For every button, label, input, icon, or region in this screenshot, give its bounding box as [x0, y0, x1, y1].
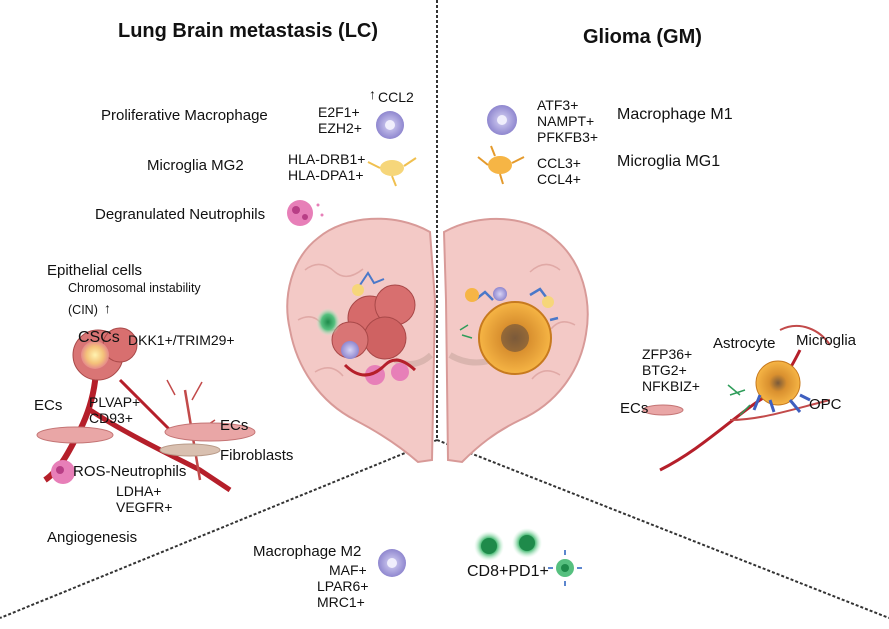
mg2-markers: HLA-DRB1+ HLA-DPA1+	[288, 151, 365, 183]
label-angiogenesis: Angiogenesis	[47, 529, 138, 546]
label-ecs-right: ECs	[220, 417, 249, 434]
marker-ldha: LDHA+	[116, 483, 162, 499]
label-proliferative-macrophage: Proliferative Macrophage	[101, 107, 268, 124]
marker-nampt: NAMPT+	[537, 113, 595, 130]
marker-vegfr: VEGFR+	[116, 499, 173, 516]
label-cscs: CSCs	[78, 329, 120, 346]
label-ros-neutrophils: ROS-Neutrophils	[73, 463, 187, 480]
marker-atf3: ATF3+	[537, 97, 579, 113]
lc-vessel-niche	[36, 327, 256, 493]
label-cd8-pd1: CD8+PD1+	[467, 563, 549, 580]
label-ecs-left: ECs	[34, 397, 63, 414]
label-microglia-mg2: Microglia MG2	[147, 157, 244, 174]
gm-macrophage-m1-icon	[487, 105, 517, 135]
label-ecs-gm: ECs	[620, 400, 649, 417]
label-microglia-mg1: Microglia MG1	[617, 153, 721, 170]
marker-maf: MAF+	[329, 562, 367, 578]
gm-microglia-mg1-icon	[477, 145, 525, 185]
lc-microglia-mg2-icon	[367, 157, 417, 187]
marker-hla-dpa1: HLA-DPA1+	[288, 167, 364, 184]
marker-ccl4: CCL4+	[537, 171, 581, 188]
label-macrophage-m1: Macrophage M1	[617, 106, 733, 123]
label-csc-markers: DKK1+/TRIM29+	[128, 332, 235, 348]
prolif-markers: E2F1+ EZH2+	[318, 104, 362, 136]
title-lung-brain-metastasis: Lung Brain metastasis (LC)	[118, 20, 379, 42]
ros-markers: LDHA+ VEGFR+	[116, 483, 172, 515]
marker-hla-drb1: HLA-DRB1+	[288, 151, 366, 167]
cin-up-arrow-icon: ↑	[104, 300, 111, 316]
marker-cd93: CD93+	[89, 410, 133, 427]
label-opc: OPC	[809, 396, 842, 413]
marker-btg2: BTG2+	[642, 362, 687, 379]
label-microglia: Microglia	[796, 332, 857, 349]
label-macrophage-m2: Macrophage M2	[253, 543, 362, 560]
title-glioma: Glioma (GM)	[583, 26, 702, 48]
marker-lpar6: LPAR6+	[317, 578, 369, 595]
label-chromosomal-instability: Chromosomal instability	[68, 281, 201, 295]
gm-tumor-in-brain	[459, 287, 559, 375]
marker-e2f1: E2F1+	[318, 104, 360, 120]
marker-nfkbiz: NFKBIZ+	[642, 378, 700, 395]
label-cin: (CIN)	[68, 303, 98, 317]
label-degranulated-neutrophils: Degranulated Neutrophils	[95, 206, 266, 223]
marker-pfkfb3: PFKFB3+	[537, 129, 599, 146]
marker-mrc1: MRC1+	[317, 594, 365, 611]
marker-zfp36: ZFP36+	[642, 346, 693, 362]
lc-degranulated-neutrophil-icon	[287, 200, 324, 226]
m2-markers: MAF+ LPAR6+ MRC1+	[317, 562, 369, 610]
label-astrocyte: Astrocyte	[713, 335, 776, 352]
mg1-markers: CCL3+ CCL4+	[537, 155, 581, 187]
niche-markers: ZFP36+ BTG2+ NFKBIZ+	[642, 346, 700, 394]
label-fibroblasts: Fibroblasts	[220, 447, 294, 464]
shared-tcell-icons	[474, 528, 582, 586]
ec-markers: PLVAP+ CD93+	[89, 394, 140, 426]
shared-macrophage-m2-icon	[378, 549, 406, 577]
lc-proliferative-macrophage-icon	[376, 111, 404, 139]
m1-markers: ATF3+ NAMPT+ PFKFB3+	[537, 97, 598, 145]
marker-ccl3: CCL3+	[537, 155, 581, 171]
label-epithelial-cells: Epithelial cells	[47, 262, 143, 279]
marker-ezh2: EZH2+	[318, 120, 362, 137]
marker-plvap: PLVAP+	[89, 394, 141, 410]
lc-tumor-in-brain	[316, 271, 417, 385]
label-ccl2: CCL2	[378, 89, 414, 105]
gm-niche	[642, 325, 831, 472]
up-arrow-icon: ↑	[369, 86, 376, 102]
